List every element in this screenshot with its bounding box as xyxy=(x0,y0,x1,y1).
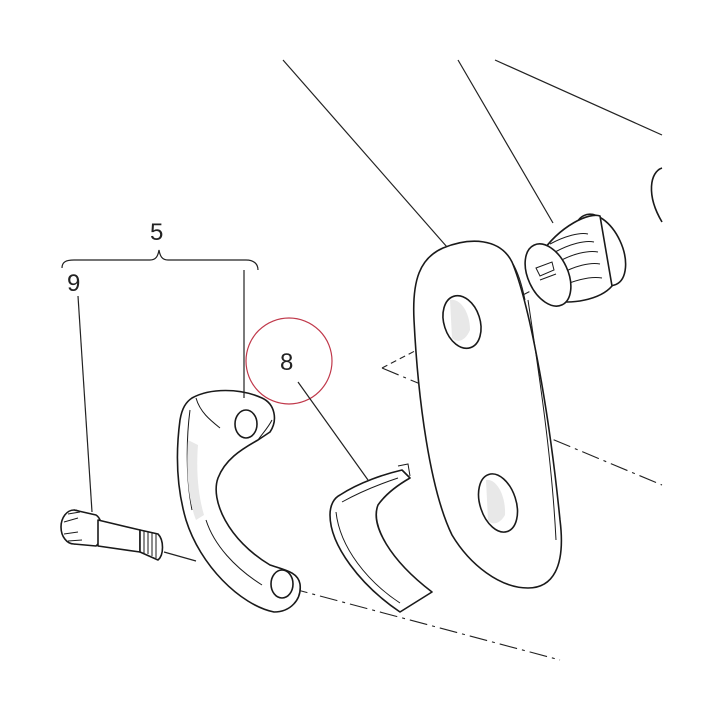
callout-5: 5 xyxy=(150,219,163,246)
callout-8: 8 xyxy=(280,349,293,376)
housing-fragment xyxy=(650,167,663,223)
callout-highlight xyxy=(245,317,369,481)
bushing-sleeve xyxy=(524,213,627,307)
link-plate xyxy=(412,240,563,589)
cap-bolt xyxy=(60,509,197,562)
group-bracket xyxy=(61,249,259,513)
callout-9: 9 xyxy=(67,270,80,297)
leader-lines-top xyxy=(282,59,663,248)
rod-cap xyxy=(176,389,301,613)
bearing-shell xyxy=(329,463,433,613)
